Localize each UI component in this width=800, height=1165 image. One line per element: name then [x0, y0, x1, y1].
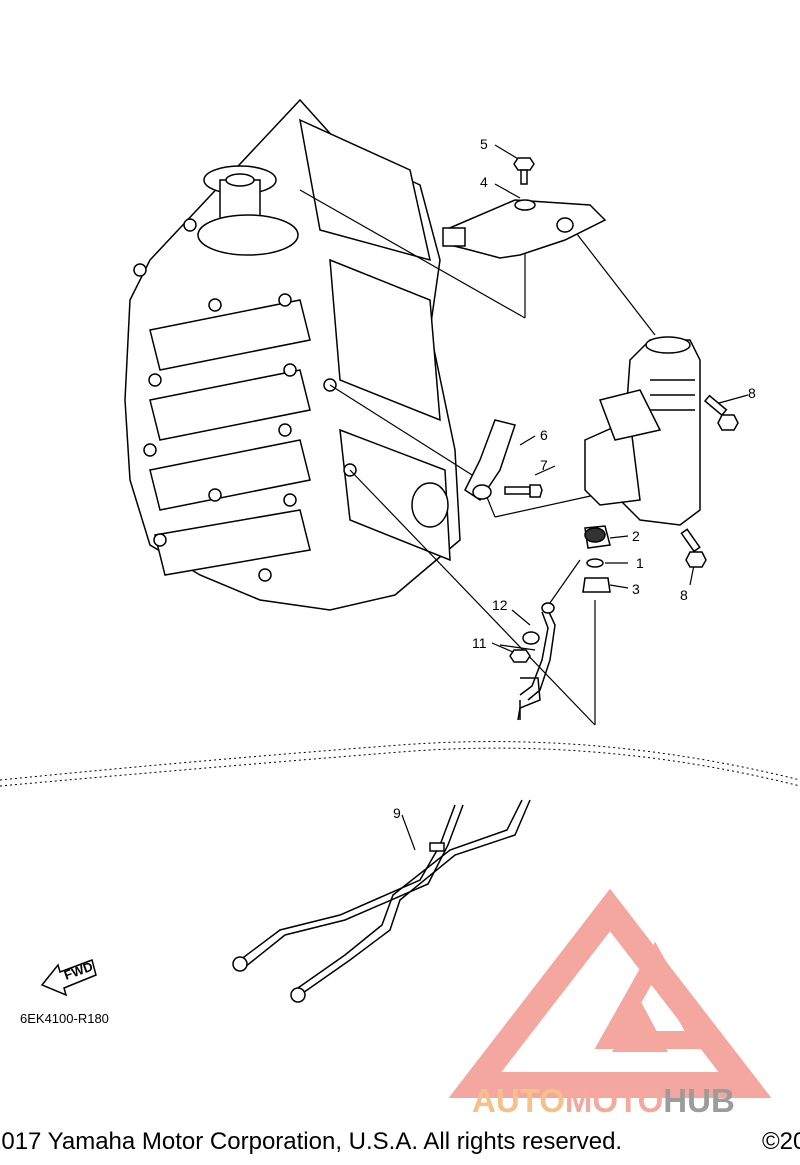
- watermark-auto: AUTO: [472, 1082, 565, 1119]
- part-bracket-6: [464, 419, 516, 502]
- callout-6: 6: [540, 427, 548, 443]
- callout-9: 9: [393, 805, 401, 821]
- part-nut-11: [509, 649, 531, 663]
- part-cap-3: [582, 577, 611, 593]
- part-terminal-2: [584, 525, 611, 549]
- copyright-tail: ©20: [762, 1128, 800, 1155]
- callout-12: 12: [492, 597, 508, 613]
- part-washer-12: [522, 631, 540, 645]
- part-bolt-8-lower: [680, 528, 707, 568]
- callout-8-upper: 8: [748, 385, 756, 401]
- callout-4: 4: [480, 174, 488, 190]
- watermark-logo-icon: [448, 888, 772, 1098]
- part-washer-1: [586, 558, 604, 568]
- starter-motor: [584, 336, 701, 526]
- watermark-hub: HUB: [663, 1082, 735, 1119]
- copyright-text: 2017 Yamaha Motor Corporation, U.S.A. Al…: [0, 1128, 623, 1155]
- figure-code: 6EK4100-R180: [20, 1011, 109, 1026]
- callout-2: 2: [632, 528, 640, 544]
- callout-7: 7: [540, 457, 548, 473]
- break-line: [0, 741, 800, 787]
- engine-block: [124, 98, 461, 611]
- part-bolt-8-upper: [703, 394, 739, 431]
- callout-5: 5: [480, 136, 488, 152]
- part-bolt-5: [513, 157, 535, 185]
- fwd-arrow-icon: FWD: [40, 959, 97, 997]
- part-cable-9: [232, 799, 531, 1003]
- watermark-moto: MOTO: [564, 1082, 664, 1119]
- part-bracket-4: [442, 199, 607, 259]
- cable-upper: [517, 602, 556, 721]
- callout-11: 11: [472, 635, 487, 651]
- callout-3: 3: [632, 581, 640, 597]
- watermark-brand: AUTOMOTOHUB: [472, 1082, 735, 1120]
- callout-8-lower: 8: [680, 587, 688, 603]
- part-bolt-7: [504, 484, 543, 498]
- callout-1: 1: [636, 555, 644, 571]
